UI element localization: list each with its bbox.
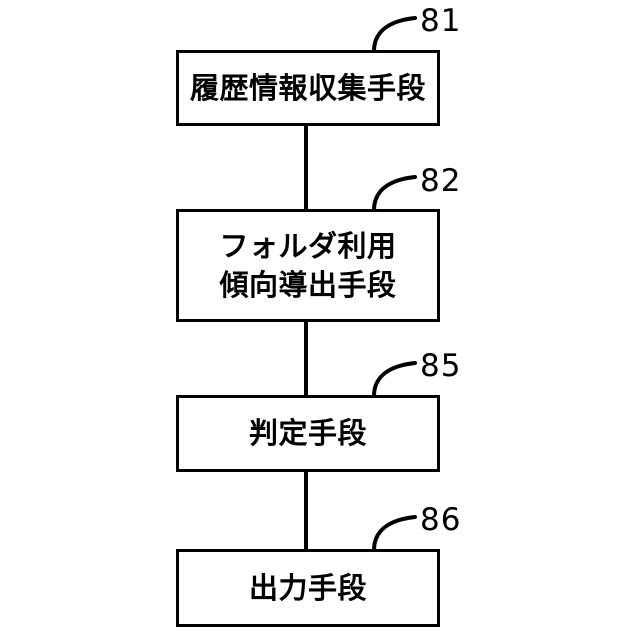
node-86-label-line1: 出力手段 [248,570,367,605]
node-82-label-line1: フォルダ利用 [219,229,397,264]
leader-lines [372,16,417,552]
node-85-label-line1: 判定手段 [248,416,367,451]
node-82-label-line2: 傾向導出手段 [219,267,397,302]
leader-line-85 [372,361,417,398]
ref-number-82: 82 [420,163,462,199]
node-81-label-line1: 履歴情報収集手段 [189,70,426,105]
node-box-86: 出力手段 [176,549,440,627]
leader-line-86 [372,515,417,552]
node-box-82: フォルダ利用 傾向導出手段 [176,209,440,322]
leader-line-82 [372,175,417,212]
node-box-85: 判定手段 [176,395,440,472]
leader-line-81 [372,16,417,53]
ref-number-85: 85 [420,348,462,384]
ref-number-81: 81 [420,3,462,39]
ref-number-86: 86 [420,502,462,538]
node-box-81: 履歴情報収集手段 [176,50,440,126]
